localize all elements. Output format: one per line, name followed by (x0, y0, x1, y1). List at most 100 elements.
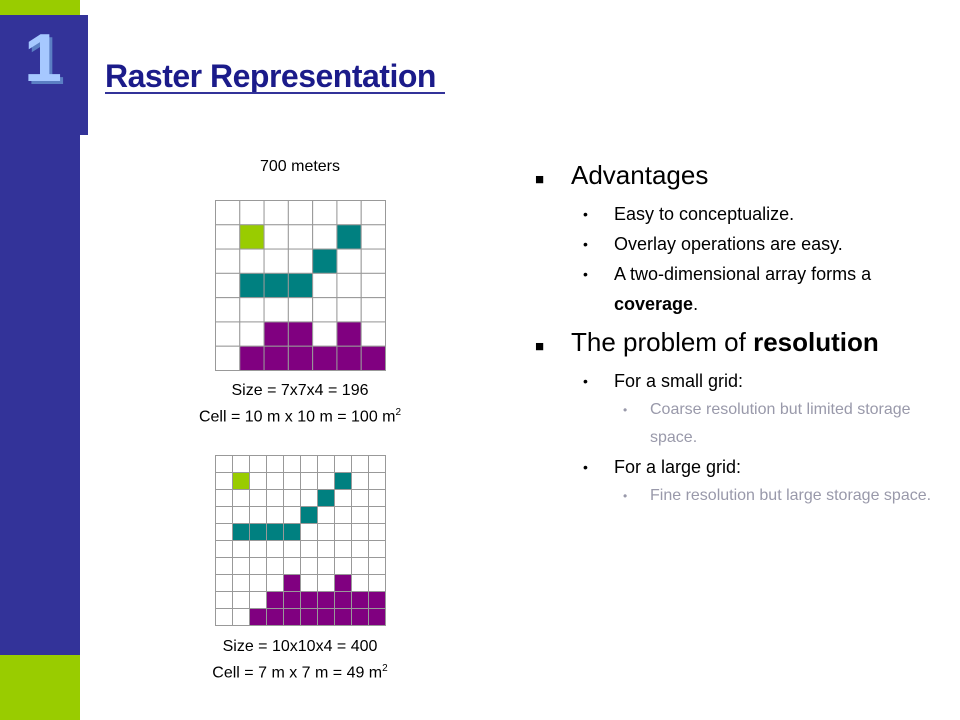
dot-bullet-icon: • (623, 403, 628, 417)
grid-cell-purple (317, 591, 335, 609)
grid-cell-empty (239, 248, 265, 274)
grid-cell-empty (215, 540, 233, 558)
grid-cell-empty (317, 455, 335, 473)
slide-number: 1 (24, 20, 62, 96)
grid-cell-purple (287, 345, 314, 371)
grid-cell-empty (312, 321, 338, 347)
grid-cell-empty (360, 272, 386, 299)
grid-cell-empty (283, 489, 301, 507)
grid-cell-empty (351, 557, 369, 575)
grid-cell-empty (312, 224, 338, 250)
grid-cell-empty (368, 506, 386, 524)
grid-cell-empty (215, 272, 241, 299)
grid-cell-empty (300, 540, 318, 558)
grid-cell-empty (312, 200, 338, 226)
title-underline (105, 92, 445, 94)
grid-cell-empty (300, 523, 318, 541)
grid-cell-empty (317, 523, 335, 541)
sidebar-green-top (0, 0, 80, 15)
grid-cell-empty (215, 489, 233, 507)
raster-grid-10x10 (215, 455, 386, 626)
grid-cell-empty (266, 455, 284, 473)
grid-cell-empty (266, 472, 284, 490)
grid-cell-empty (334, 506, 352, 524)
grid-cell-teal (232, 523, 250, 541)
grid-cell-purple (300, 608, 318, 626)
grid-cell-empty (368, 472, 386, 490)
dot-bullet-icon: • (583, 206, 588, 222)
grid-cell-purple (287, 321, 314, 347)
grid-cell-empty (249, 489, 267, 507)
grid-cell-empty (266, 540, 284, 558)
grid-cell-empty (266, 557, 284, 575)
grid-cell-empty (215, 248, 241, 274)
grid-cell-teal (287, 272, 314, 299)
grid-cell-empty (249, 540, 267, 558)
grid-cell-empty (283, 557, 301, 575)
grid7-size-line: Size = 7x7x4 = 196 (231, 382, 369, 399)
grid-cell-empty (249, 455, 267, 473)
grid-cell-empty (263, 224, 289, 250)
grid-cell-empty (232, 557, 250, 575)
grid-cell-purple (317, 608, 335, 626)
grid-cell-empty (215, 472, 233, 490)
grid-cell-empty (336, 200, 362, 226)
grid-cell-empty (232, 506, 250, 524)
grid-cell-empty (283, 455, 301, 473)
grid-cell-teal (300, 506, 318, 524)
grid-cell-purple (351, 608, 369, 626)
grid-cell-empty (215, 557, 233, 575)
grid-cell-empty (249, 557, 267, 575)
grid-cell-empty (351, 489, 369, 507)
grid-cell-purple (334, 591, 352, 609)
grid-cell-teal (312, 248, 338, 274)
grid-cell-empty (215, 574, 233, 592)
grid-cell-green (239, 224, 265, 250)
grid-cell-empty (368, 540, 386, 558)
grid10-caption: Size = 10x10x4 = 400 Cell = 7 m x 7 m = … (150, 636, 450, 684)
grid-cell-purple (283, 591, 301, 609)
grid-cell-empty (368, 574, 386, 592)
grid-cell-empty (215, 523, 233, 541)
grid-cell-empty (360, 297, 386, 323)
dot-bullet-icon: • (623, 489, 628, 503)
grid-cell-purple (368, 591, 386, 609)
grid-cell-purple (334, 608, 352, 626)
grid-cell-empty (317, 574, 335, 592)
grid-cell-empty (334, 489, 352, 507)
sidebar-green-bottom (0, 655, 80, 720)
grid-cell-empty (317, 540, 335, 558)
grid-cell-empty (263, 200, 289, 226)
grid-cell-empty (360, 200, 386, 226)
grid-cell-empty (317, 506, 335, 524)
bullet-problem: ■ The problem of resolution (535, 327, 879, 357)
grid-cell-empty (215, 608, 233, 626)
grid-cell-empty (334, 557, 352, 575)
grid-cell-empty (215, 506, 233, 524)
grid-cell-empty (266, 574, 284, 592)
grid-cell-empty (287, 297, 314, 323)
bullet-item: • A two-dimensional array forms a covera… (583, 259, 955, 319)
grid-cell-empty (263, 248, 289, 274)
grid-cell-empty (239, 200, 265, 226)
grid-cell-empty (351, 523, 369, 541)
grid-cell-empty (317, 472, 335, 490)
grid-cell-empty (368, 455, 386, 473)
grid-cell-purple (336, 321, 362, 347)
grid-cell-empty (336, 272, 362, 299)
grid-cell-empty (360, 321, 386, 347)
grid-cell-empty (351, 506, 369, 524)
bullet-item: • Easy to conceptualize. (583, 199, 955, 229)
grid-cell-empty (300, 455, 318, 473)
bullet-item: • Overlay operations are easy. (583, 229, 955, 259)
grid-cell-empty (215, 345, 241, 371)
grid-cell-empty (249, 591, 267, 609)
grid-cell-empty (287, 224, 314, 250)
grid-cell-empty (232, 574, 250, 592)
grid-cell-empty (334, 455, 352, 473)
grid-cell-empty (266, 506, 284, 524)
grid-cell-empty (360, 224, 386, 250)
grid-cell-empty (334, 540, 352, 558)
grid-cell-purple (239, 345, 265, 371)
grid-cell-teal (263, 272, 289, 299)
